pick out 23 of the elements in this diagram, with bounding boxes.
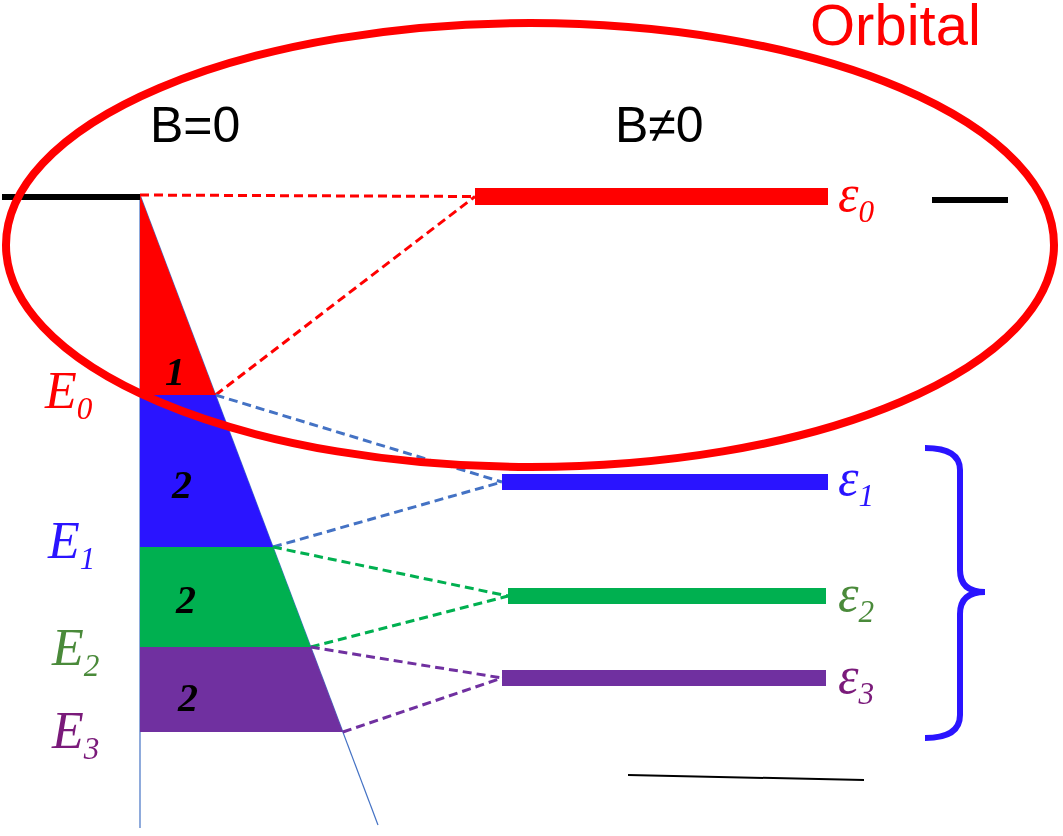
level-label: ε$_{3}$ bbox=[838, 650, 875, 710]
energy-label: E$_{0}$ bbox=[45, 365, 93, 425]
level-bar bbox=[502, 474, 828, 490]
degeneracy-number: 1 bbox=[165, 352, 185, 392]
degeneracy-number: 2 bbox=[178, 678, 198, 718]
degeneracy-number: 2 bbox=[176, 580, 196, 620]
field-label: B≠0 bbox=[615, 100, 704, 150]
energy-label: E$_{2}$ bbox=[52, 622, 100, 682]
level-label: ε$_{1}$ bbox=[838, 452, 875, 512]
level-label: ε$_{2}$ bbox=[838, 568, 875, 628]
degeneracy-number: 2 bbox=[172, 465, 192, 505]
level-bar bbox=[502, 670, 826, 686]
energy-label: E$_{3}$ bbox=[52, 705, 100, 765]
dashed-connector bbox=[310, 594, 509, 649]
energy-label: E$_{1}$ bbox=[48, 515, 96, 575]
dashed-connector bbox=[214, 195, 476, 397]
level-bar bbox=[508, 588, 826, 604]
field-label: B=0 bbox=[150, 100, 241, 150]
level-bar bbox=[475, 188, 828, 205]
level-label: ε$_{0}$ bbox=[838, 168, 875, 228]
dashed-connector bbox=[215, 393, 503, 484]
dashed-connector bbox=[272, 545, 509, 598]
heading: Orbital bbox=[810, 0, 981, 54]
